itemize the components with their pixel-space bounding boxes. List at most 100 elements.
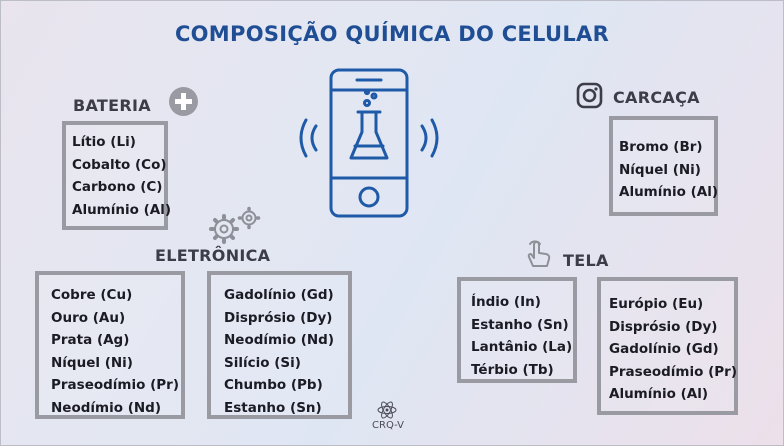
element-symbol: (Li) [110, 134, 136, 150]
element-symbol: (Gd) [300, 287, 334, 303]
section-title-bateria: BATERIA [73, 96, 151, 115]
element-symbol: (Tb) [522, 361, 554, 378]
element-name: Térbio [471, 361, 518, 378]
element-name: Praseodímio [51, 377, 146, 393]
element-symbol: (Nd) [300, 332, 335, 348]
element-item: Silício (Si) [224, 352, 348, 375]
element-item: Chumbo (Pb) [224, 374, 348, 397]
element-symbol: (Al) [143, 201, 172, 218]
element-symbol: (Cu) [100, 287, 133, 303]
atom-icon [377, 401, 397, 419]
element-symbol: (In) [513, 294, 541, 310]
credit-label: CRQ-V [372, 420, 404, 431]
eletronica-list-2: Gadolínio (Gd)Disprósio (Dy)Neodímio (Nd… [224, 284, 348, 419]
section-title-carcaca: CARCAÇA [613, 88, 700, 107]
element-item: Carbono (C) [72, 176, 164, 199]
element-item: Lantânio (La) [471, 336, 573, 359]
element-name: Gadolínio [609, 341, 681, 357]
element-item: Neodímio (Nd) [51, 397, 181, 420]
tela-list-2: Európio (Eu)Disprósio (Dy)Gadolínio (Gd)… [609, 293, 737, 406]
element-name: Carbono [72, 179, 136, 195]
section-title-eletronica: ELETRÔNICA [155, 246, 271, 265]
element-item: Índio (In) [471, 291, 573, 314]
element-symbol: (Pr) [150, 377, 179, 393]
element-item: Bromo (Br) [619, 136, 714, 159]
element-item: Gadolínio (Gd) [609, 338, 734, 361]
element-symbol: (Br) [673, 139, 703, 155]
element-name: Lítio [72, 134, 106, 150]
element-item: Gadolínio (Gd) [224, 284, 348, 307]
element-symbol: (Nd) [127, 399, 162, 416]
eletronica-list-1: Cobre (Cu)Ouro (Au)Prata (Ag)Níquel (Ni)… [51, 284, 181, 419]
element-symbol: (Dy) [300, 309, 333, 326]
element-name: Silício [224, 354, 270, 371]
element-item: Alumínio (Al) [72, 199, 171, 222]
element-name: Alumínio [619, 184, 686, 200]
element-item: Níquel (Ni) [51, 352, 181, 375]
element-name: Disprósio [609, 318, 681, 335]
element-item: Praseodímio (Pr) [609, 361, 737, 384]
element-name: Estanho [224, 399, 286, 416]
element-name: Neodímio [224, 332, 296, 348]
carcaca-list: Bromo (Br)Níquel (Ni)Alumínio (Al) [619, 136, 718, 204]
element-symbol: (C) [140, 179, 163, 195]
element-name: Lantânio [471, 339, 538, 355]
element-name: Ouro [51, 309, 89, 326]
page-title: COMPOSIÇÃO QUÍMICA DO CELULAR [174, 22, 610, 46]
box-eletronica-2: Gadolínio (Gd)Disprósio (Dy)Neodímio (Nd… [207, 271, 352, 419]
element-item: Cobre (Cu) [51, 284, 181, 307]
box-carcaca: Bromo (Br)Níquel (Ni)Alumínio (Al) [609, 116, 718, 216]
element-name: Disprósio [224, 309, 296, 326]
element-symbol: (Si) [274, 354, 301, 371]
element-name: Índio [471, 294, 510, 310]
element-item: Neodímio (Nd) [224, 329, 348, 352]
element-symbol: (La) [542, 339, 573, 355]
element-name: Cobalto [72, 156, 131, 173]
element-name: Neodímio [51, 399, 123, 416]
element-name: Cobre [51, 287, 96, 303]
plus-circle-icon [169, 87, 198, 116]
element-symbol: (Al) [690, 184, 719, 200]
tela-list-1: Índio (In)Estanho (Sn)Lantânio (La)Térbi… [471, 291, 573, 381]
element-name: Alumínio [609, 386, 676, 402]
element-name: Praseodímio [609, 363, 704, 380]
element-name: Níquel [51, 354, 100, 371]
element-symbol: (Ni) [104, 354, 133, 371]
element-symbol: (Sn) [537, 316, 569, 333]
box-eletronica-1: Cobre (Cu)Ouro (Au)Prata (Ag)Níquel (Ni)… [35, 271, 185, 419]
element-symbol: (Gd) [685, 341, 719, 357]
element-symbol: (Co) [135, 156, 167, 173]
element-name: Alumínio [72, 201, 139, 218]
phone-flask-icon [299, 68, 439, 218]
element-item: Disprósio (Dy) [224, 307, 348, 330]
element-symbol: (Pr) [708, 363, 737, 380]
element-item: Estanho (Sn) [471, 314, 573, 337]
element-item: Prata (Ag) [51, 329, 181, 352]
element-symbol: (Ni) [672, 161, 701, 178]
element-item: Cobalto (Co) [72, 154, 167, 177]
element-symbol: (Eu) [672, 296, 704, 312]
element-symbol: (Ag) [96, 332, 130, 348]
box-tela-2: Európio (Eu)Disprósio (Dy)Gadolínio (Gd)… [597, 277, 738, 415]
element-symbol: (Au) [92, 309, 126, 326]
element-name: Gadolínio [224, 287, 296, 303]
gears-icon [209, 206, 261, 244]
section-title-tela: TELA [563, 251, 609, 270]
touch-hand-icon [527, 240, 551, 267]
element-name: Európio [609, 296, 668, 312]
box-tela-1: Índio (In)Estanho (Sn)Lantânio (La)Térbi… [457, 277, 577, 383]
box-bateria: Lítio (Li)Cobalto (Co)Carbono (C)Alumíni… [62, 121, 171, 230]
element-item: Alumínio (Al) [609, 383, 734, 406]
element-item: Térbio (Tb) [471, 359, 573, 382]
element-item: Alumínio (Al) [619, 181, 718, 204]
element-item: Disprósio (Dy) [609, 316, 734, 339]
element-item: Estanho (Sn) [224, 397, 348, 420]
element-name: Níquel [619, 161, 668, 178]
element-name: Chumbo [224, 377, 287, 393]
element-item: Praseodímio (Pr) [51, 374, 181, 397]
element-symbol: (Sn) [290, 399, 322, 416]
element-name: Estanho [471, 316, 533, 333]
element-symbol: (Pb) [290, 377, 323, 393]
element-item: Níquel (Ni) [619, 159, 714, 182]
element-item: Ouro (Au) [51, 307, 181, 330]
